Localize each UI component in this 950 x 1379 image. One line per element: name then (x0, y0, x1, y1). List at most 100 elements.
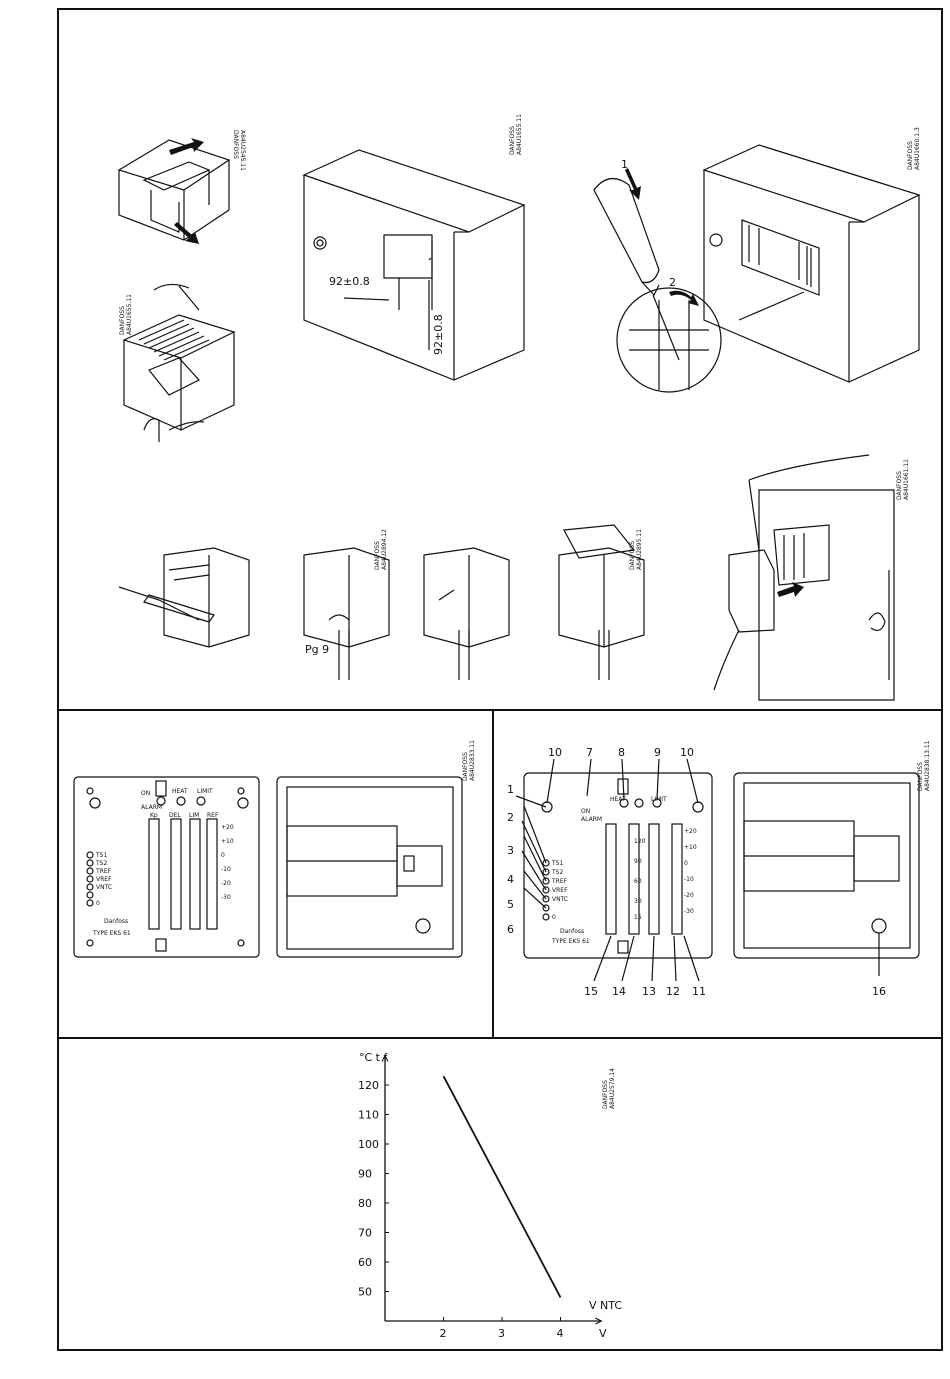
wiring-step-3 (423, 547, 510, 680)
code-wall: DANFOSS A84U1661.11 (896, 459, 910, 500)
svg-text:120: 120 (634, 838, 646, 845)
svg-text:Kp: Kp (150, 812, 158, 819)
mounting-drawings: DANFOSS A84U2545.11 DANFOSS A84U1655.11 … (117, 114, 921, 701)
svg-text:LIM: LIM (189, 812, 199, 819)
panel-input-labels: TS1 TS2 TREF VREF VNTC 0 (95, 852, 112, 907)
callouts-bottom: 15 14 13 12 11 (584, 985, 706, 998)
svg-text:TS2: TS2 (551, 869, 563, 876)
svg-text:6: 6 (507, 923, 514, 936)
svg-text:0: 0 (552, 914, 556, 921)
y-tick-label: 80 (358, 1197, 372, 1210)
series-line (442, 1075, 562, 1298)
dimension-width: 92±0.8 (329, 275, 370, 288)
svg-text:VNTC: VNTC (552, 896, 568, 903)
svg-text:15: 15 (584, 985, 598, 998)
svg-text:0: 0 (221, 852, 225, 859)
svg-text:0: 0 (684, 860, 688, 867)
code-panel-right: DANFOSS A84U2838.13.11 (917, 740, 931, 791)
svg-text:8: 8 (618, 746, 625, 759)
code-chart: DANFOSS A84U2579.14 (602, 1068, 616, 1109)
svg-text:+10: +10 (684, 844, 697, 851)
svg-text:A84U2579.14: A84U2579.14 (609, 1068, 616, 1109)
wiring-step-2 (303, 547, 390, 680)
controller-back-drawing (122, 283, 236, 442)
svg-text:DANFOSS: DANFOSS (917, 762, 924, 791)
svg-text:+20: +20 (221, 824, 234, 831)
svg-text:DANFOSS: DANFOSS (602, 1080, 609, 1109)
step-two: 2 (669, 276, 676, 289)
y-tick-label: 120 (358, 1079, 379, 1092)
code-top-3: DANFOSS A84U1660.1.3 (907, 127, 921, 170)
svg-text:3: 3 (507, 844, 514, 857)
panel-ref-scale: +20 +10 0 -10 -20 -30 (684, 828, 697, 915)
code-top-2: DANFOSS A84U1655.11 (509, 114, 523, 155)
gland-label: Pg 9 (305, 643, 329, 656)
panel-del-scale: 120 90 60 30 15 (634, 838, 646, 921)
x-axis-arrow (595, 1317, 603, 1325)
svg-text:13: 13 (642, 985, 656, 998)
panel-brand: Danfoss (560, 928, 584, 935)
svg-text:9: 9 (654, 746, 661, 759)
y-tick-label: 90 (358, 1168, 372, 1181)
step-one: 1 (621, 158, 628, 171)
code-wire-2: DANFOSS A84U2895.11 (629, 529, 643, 570)
svg-text:2: 2 (507, 811, 514, 824)
svg-text:VNTC: VNTC (96, 884, 112, 891)
code-panel-left: DANFOSS A84U2833.11 (462, 740, 476, 781)
cabinet-cutout-drawing (302, 149, 526, 381)
svg-text:DANFOSS: DANFOSS (374, 541, 381, 570)
y-tick-label: 70 (358, 1227, 372, 1240)
svg-text:DANFOSS: DANFOSS (462, 752, 469, 781)
rear-panel (276, 776, 463, 958)
svg-text:DANFOSS: DANFOSS (119, 306, 126, 335)
panel-limit-label: LIMIT (197, 788, 213, 795)
code-left-mid: DANFOSS A84U1655.11 (119, 294, 133, 335)
panel-input-labels: TS1 TS2 TREF VREF VNTC 0 (551, 860, 568, 921)
svg-text:TREF: TREF (95, 868, 112, 875)
callouts-left: 1 2 3 4 5 6 (507, 783, 514, 936)
svg-text:A84U2838.13.11: A84U2838.13.11 (924, 740, 931, 791)
svg-text:11: 11 (692, 985, 706, 998)
panel-alarm-label: ALARM (581, 816, 602, 823)
front-panel (73, 776, 260, 958)
callout-timer: 16 (872, 985, 886, 998)
svg-text:30: 30 (634, 898, 642, 905)
svg-text:DEL: DEL (169, 812, 181, 819)
chart-xlabel: V NTC (589, 1299, 622, 1312)
svg-text:10: 10 (548, 746, 562, 759)
svg-text:VREF: VREF (552, 887, 568, 894)
svg-text:A84U1660.1.3: A84U1660.1.3 (914, 127, 921, 170)
arrow-icon (169, 138, 204, 244)
svg-text:REF: REF (207, 812, 219, 819)
svg-text:-20: -20 (684, 892, 694, 899)
svg-text:0: 0 (96, 900, 100, 907)
wiring-step-4 (558, 524, 645, 680)
panel-left-drawing: ON ALARM HEAT LIMIT TS1 TS2 TREF VREF VN… (73, 740, 476, 958)
panel-alarm-label: ALARM (141, 804, 162, 811)
panel-type: TYPE EKS 61 (92, 930, 131, 937)
svg-text:A84U1655.11: A84U1655.11 (516, 114, 523, 155)
panel-slider-heads: Kp DEL LIM REF (150, 812, 219, 819)
panel-section-right: 10 7 8 9 10 1 2 3 4 5 6 15 14 13 12 11 1… (492, 709, 943, 1039)
svg-text:TS2: TS2 (95, 860, 107, 867)
svg-text:A84U2545.11: A84U2545.11 (239, 130, 246, 171)
svg-text:7: 7 (586, 746, 593, 759)
panel-limit-label: LIMIT (651, 796, 667, 803)
panel-brand: Danfoss (104, 918, 128, 925)
screwdriver-drawing (593, 178, 722, 393)
svg-text:TS1: TS1 (95, 852, 107, 859)
wall-mount-drawing (713, 454, 895, 701)
panel-on-label: ON (581, 808, 590, 815)
code-wire-1: DANFOSS A84U2894.12 (374, 529, 388, 570)
svg-text:+20: +20 (684, 828, 697, 835)
panel-on-label: ON (141, 790, 150, 797)
panel-section-left: ON ALARM HEAT LIMIT TS1 TS2 TREF VREF VN… (57, 709, 494, 1039)
svg-text:14: 14 (612, 985, 626, 998)
y-tick-label: 110 (358, 1109, 379, 1122)
panel-ref-scale: +20 +10 0 -10 -20 -30 (221, 824, 234, 901)
mounting-section: DANFOSS A84U2545.11 DANFOSS A84U1655.11 … (57, 8, 943, 711)
arrow-icon (625, 168, 699, 306)
svg-text:-10: -10 (221, 866, 231, 873)
rear-panel-annotated (733, 772, 920, 959)
